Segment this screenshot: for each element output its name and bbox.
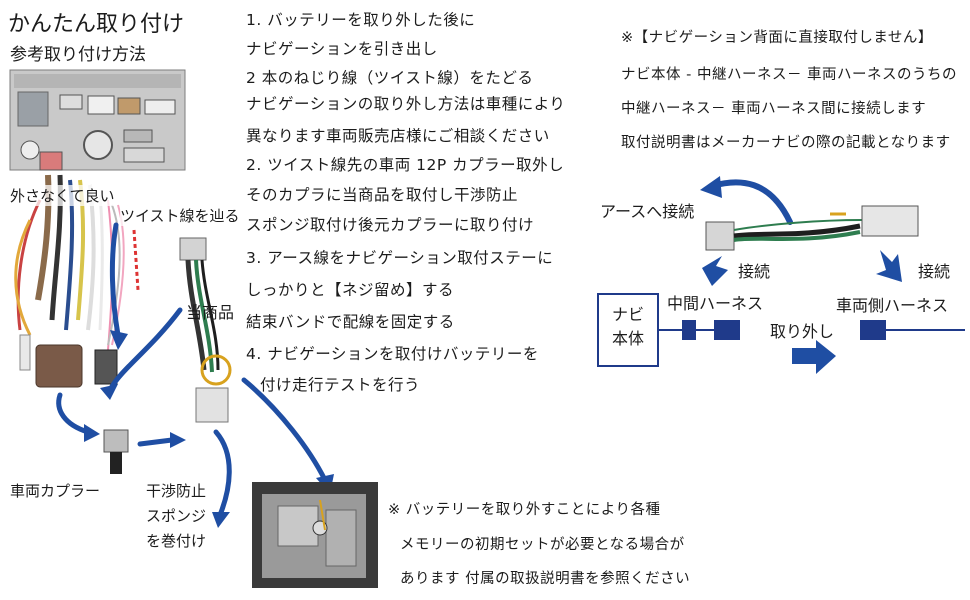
right-note-line: 中継ハーネス－ 車両ハーネス間に接続します <box>621 101 927 117</box>
page-title: かんたん取り付け <box>8 12 185 37</box>
bottom-note-line: あります 付属の取扱説明書を参照ください <box>400 571 691 587</box>
label-product: 当商品 <box>186 303 235 322</box>
product-harness-image <box>179 237 232 423</box>
step-line: 付け走行テストを行う <box>260 376 421 394</box>
step-line: 異なります車両販売店様にご相談ください <box>246 127 550 145</box>
step-line: 2 本のねじり線（ツイスト線）をたどる <box>246 69 534 87</box>
step-line: 2. ツイスト線先の車両 12P カプラー取外し <box>246 156 565 174</box>
right-note-line: 取付説明書はメーカーナビの際の記載となります <box>621 135 951 151</box>
step-line: 結束バンドで配線を固定する <box>246 313 455 331</box>
connect-right-label: 接続 <box>918 262 951 281</box>
label-follow-twist: ツイスト線を辿る <box>120 205 240 226</box>
earth-connect-label: アースへ接続 <box>600 202 695 221</box>
vehicle-harness-label: 車両側ハーネス <box>836 296 949 315</box>
step-line: 4. ナビゲーションを取付けバッテリーを <box>246 345 539 363</box>
flow-arrows <box>56 222 328 518</box>
label-sponge-2: スポンジ <box>146 507 207 525</box>
remove-label: 取り外し <box>770 322 835 341</box>
label-no-remove: 外さなくて良い <box>10 185 115 206</box>
step-line: ナビゲーションを引き出し <box>246 40 438 58</box>
right-note-line: ナビ本体 - 中継ハーネス－ 車両ハーネスのうちの <box>621 67 958 83</box>
navi-body-label-2: 本体 <box>611 329 644 348</box>
step-line: スポンジ取付け後元カプラーに取り付け <box>246 216 535 234</box>
label-sponge-3: を巻付け <box>146 532 207 550</box>
step-line: 1. バッテリーを取り外した後に <box>246 11 476 29</box>
navi-body-box: ナビ 本体 <box>597 293 659 367</box>
bottom-note-line: メモリーの初期セットが必要となる場合が <box>400 537 685 553</box>
navi-unit-rear-image <box>9 69 186 171</box>
bracket-photo <box>252 482 378 588</box>
label-vehicle-coupler: 車両カプラー <box>10 482 101 500</box>
page-subtitle: 参考取り付け方法 <box>10 45 146 65</box>
step-line: 3. アース線をナビゲーション取付ステーに <box>246 249 554 267</box>
diagram-harness <box>705 205 919 251</box>
bottom-note-line: ※ バッテリーを取り外すことにより各種 <box>388 502 661 518</box>
step-line: ナビゲーションの取り外し方法は車種により <box>246 95 566 113</box>
mid-harness-label: 中間ハーネス <box>667 294 764 313</box>
navi-body-label-1: ナビ <box>611 305 644 324</box>
right-note-line: ※【ナビゲーション背面に直接取付しません】 <box>621 30 933 46</box>
step-line: しっかりと【ネジ留め】する <box>246 281 455 299</box>
label-sponge-1: 干渉防止 <box>146 482 207 500</box>
step-line: そのカプラに当商品を取付し干渉防止 <box>246 186 519 204</box>
connect-left-label: 接続 <box>738 262 771 281</box>
vehicle-coupler-image <box>103 429 129 474</box>
